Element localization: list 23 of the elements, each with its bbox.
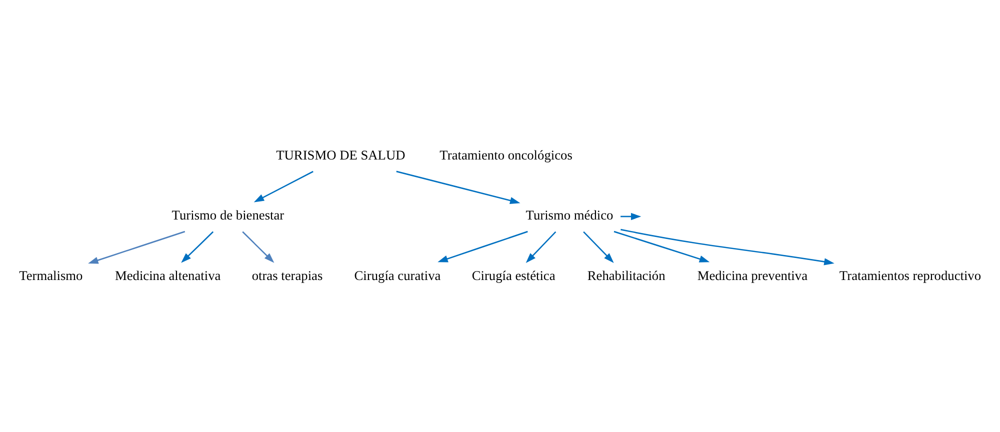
arrow — [181, 230, 214, 262]
node-text: Medicina preventiva — [697, 267, 808, 282]
arrow — [438, 230, 528, 262]
arrow — [583, 230, 614, 262]
node-text: Cirugía curativa — [354, 267, 441, 282]
node-text: Medicina altenativa — [114, 267, 221, 282]
node-text: TURISMO DE SALUD — [276, 147, 406, 162]
arrow — [620, 212, 642, 220]
node-text: Tratamiento oncológicos — [440, 147, 572, 162]
node-text: Termalismo — [19, 267, 83, 282]
node-text: Turismo de bienestar — [172, 207, 284, 222]
node-text: Tratamientos reproductivo — [839, 267, 982, 282]
arrow — [254, 170, 314, 202]
node-text: Cirugía estética — [472, 267, 556, 282]
arrow — [526, 230, 556, 262]
arrow — [242, 230, 274, 262]
arrow — [620, 228, 834, 265]
node-text: otras terapias — [252, 267, 323, 282]
node-text: Rehabilitación — [587, 267, 666, 282]
arrow — [396, 170, 520, 204]
node-text: Turismo médico — [526, 207, 614, 222]
arrow — [614, 230, 710, 262]
arrow — [88, 230, 186, 264]
